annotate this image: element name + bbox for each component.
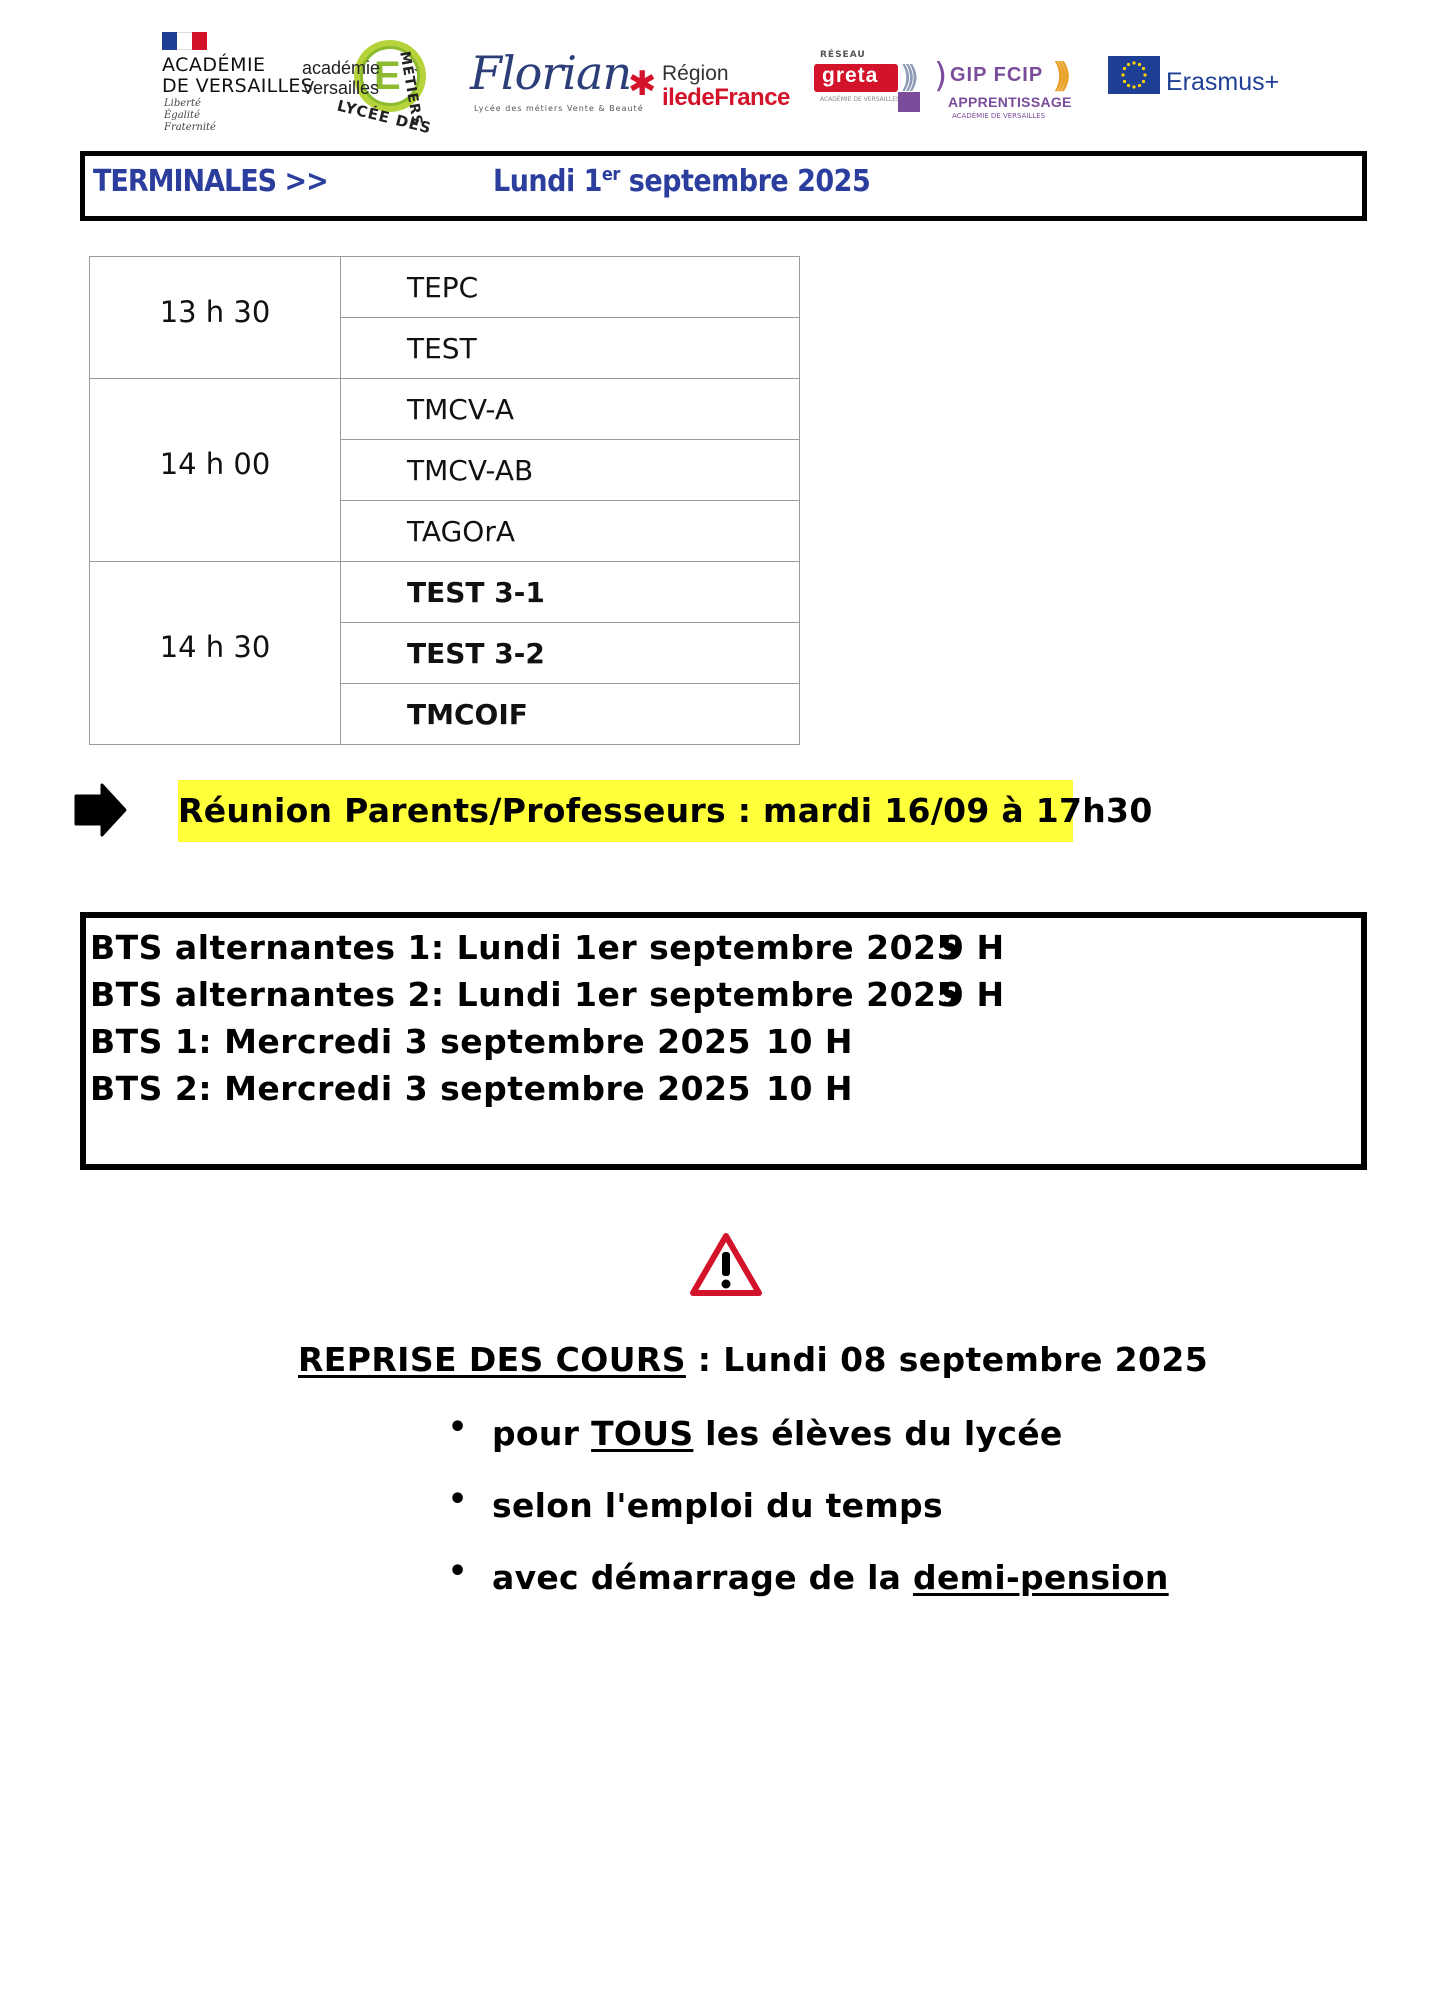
terminales-date-sup: er: [601, 164, 620, 185]
table-row: TMCOIF: [90, 683, 800, 745]
region-line1: Région: [662, 62, 729, 85]
list-item: avec démarrage de la demi-pension: [492, 1558, 1169, 1597]
greta-name: greta: [822, 64, 879, 87]
academie-line2: DE VERSAILLES: [162, 75, 314, 97]
motto-liberte: Liberté: [164, 98, 201, 109]
class-cell: TEST 3-1: [340, 561, 800, 623]
reprise-label: REPRISE DES COURS: [298, 1340, 686, 1379]
table-row: 14 h 00 TMCV-A: [89, 378, 800, 562]
academie-line1: ACADÉMIE: [162, 54, 266, 76]
arrow-right-icon: [74, 783, 127, 837]
academie-versailles-logo: ACADÉMIE DE VERSAILLES Liberté Égalité F…: [162, 32, 313, 133]
gip-fcip-logo: ) GIP FCIP ))) APPRENTISSAGE ACADÉMIE DE…: [934, 54, 1084, 126]
bts-time: 9 H: [941, 975, 1005, 1014]
class-cell: TEST 3-2: [340, 622, 800, 684]
bts-time: 10 H: [766, 1069, 854, 1108]
terminales-date-prefix: Lundi 1: [493, 164, 602, 199]
motto-fraternite: Fraternité: [164, 122, 216, 133]
eu-flag-icon: [1108, 56, 1160, 94]
region-ile-de-france-logo: ✱ Région iledeFrance: [628, 56, 798, 116]
lycee-letter: E: [374, 54, 401, 98]
bullet-icon: •: [448, 1554, 468, 1589]
french-flag-icon: [162, 32, 208, 50]
bts-line: BTS alternantes 2: Lundi 1er septembre 2…: [90, 975, 960, 1014]
table-row: TEST 3-2: [90, 622, 800, 684]
greta-sub: ACADÉMIE DE VERSAILLES: [820, 96, 900, 103]
motto-egalite: Égalité: [164, 110, 200, 121]
gip-bracket-icon: ): [934, 56, 948, 96]
greta-reseau: RÉSEAU: [820, 50, 866, 60]
class-cell: TMCV-AB: [340, 439, 800, 501]
class-cell: TEPC: [340, 256, 800, 318]
terminales-date-suffix: septembre 2025: [619, 164, 871, 199]
florian-subtitle: Lycée des métiers Vente & Beauté: [474, 104, 644, 113]
bts-line: BTS 1: Mercredi 3 septembre 2025: [90, 1022, 751, 1061]
reunion-banner: Réunion Parents/Professeurs : mardi 16/0…: [178, 780, 1152, 842]
gip-name: GIP FCIP: [950, 64, 1044, 86]
lycee-line2: Versailles: [302, 78, 380, 98]
table-row: 14 h 30 TEST 3-1: [89, 561, 800, 745]
terminales-header: TERMINALES >> Lundi 1er septembre 2025: [80, 151, 1367, 221]
terminales-date: Lundi 1er septembre 2025: [493, 164, 871, 199]
list-item: selon l'emploi du temps: [492, 1486, 943, 1525]
florian-logo: Florian Lycée des métiers Vente & Beauté: [470, 46, 643, 118]
bts-line: BTS alternantes 1: Lundi 1er septembre 2…: [90, 928, 960, 967]
time-label: 14 h 30: [159, 630, 271, 664]
gip-waves-icon: ))): [1052, 56, 1072, 96]
gip-academie: ACADÉMIE DE VERSAILLES: [952, 112, 1046, 120]
list-item: pour TOUS les élèves du lycée: [492, 1414, 1063, 1453]
bts-schedule-box: BTS alternantes 1: Lundi 1er septembre 2…: [80, 912, 1367, 1170]
warning-icon: [690, 1233, 762, 1296]
erasmus-name: Erasmus+: [1166, 68, 1280, 96]
terminales-title: TERMINALES >>: [93, 164, 329, 199]
bts-time: 9 H: [941, 928, 1005, 967]
time-label: 13 h 30: [159, 294, 271, 329]
schedule-table: 13 h 30 TEPC TEST 14 h 00 TMCV-A TMCV-AB…: [89, 256, 800, 745]
class-cell: TMCOIF: [340, 683, 800, 745]
time-cell: 14 h 30: [89, 561, 341, 745]
reprise-heading: REPRISE DES COURS : Lundi 08 septembre 2…: [298, 1340, 1208, 1379]
class-cell: TAGOrA: [340, 500, 800, 562]
region-line2: iledeFrance: [662, 84, 790, 111]
lycee-des-metiers-logo: E académie Versailles LYCÉE DES MÉTIERS: [302, 32, 442, 142]
greta-waves-icon: ))): [900, 60, 919, 95]
time-label: 14 h 00: [159, 447, 271, 481]
reprise-sep: :: [685, 1340, 724, 1379]
time-cell: 14 h 00: [89, 378, 341, 562]
table-row: 13 h 30 TEPC: [89, 256, 800, 379]
bts-time: 10 H: [766, 1022, 854, 1061]
bullet-icon: •: [448, 1482, 468, 1517]
bullet-icon: •: [448, 1410, 468, 1445]
region-star-icon: ✱: [628, 64, 657, 104]
lycee-line1: académie: [302, 58, 381, 78]
greta-logo: RÉSEAU greta ))) ACADÉMIE DE VERSAILLES: [808, 50, 932, 118]
time-cell: 13 h 30: [89, 256, 341, 379]
bts-line: BTS 2: Mercredi 3 septembre 2025: [90, 1069, 751, 1108]
erasmus-logo: Erasmus+: [1108, 56, 1288, 100]
gip-apprentissage: APPRENTISSAGE: [948, 94, 1072, 110]
florian-name: Florian: [470, 46, 632, 100]
reprise-date: Lundi 08 septembre 2025: [723, 1340, 1209, 1379]
class-cell: TMCV-A: [340, 378, 800, 440]
greta-label-icon: [898, 92, 920, 112]
class-cell: TEST: [340, 317, 800, 379]
